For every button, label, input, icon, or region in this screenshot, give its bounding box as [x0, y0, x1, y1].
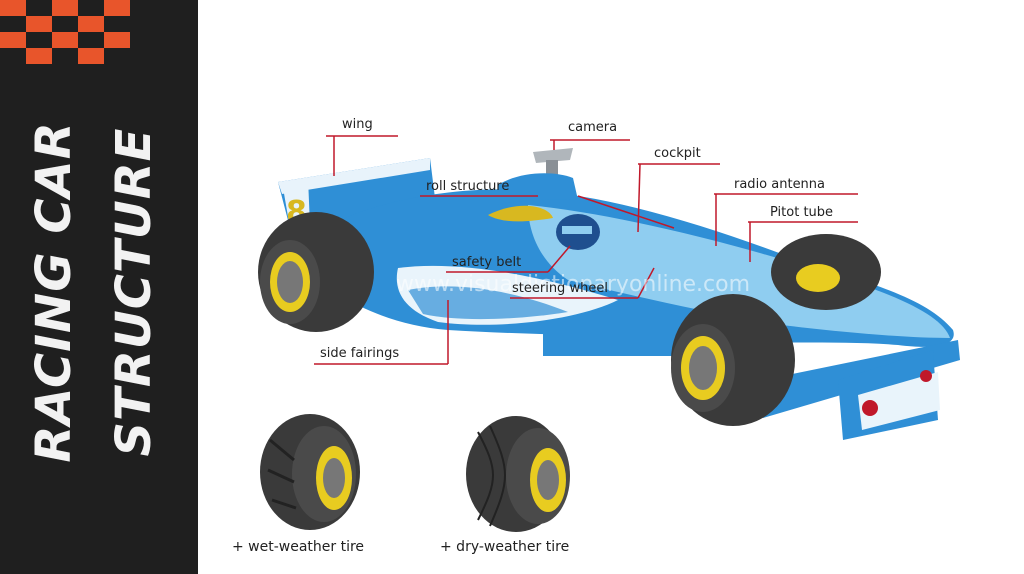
label-side-fairings: side fairings [320, 346, 400, 361]
slide-title-line1: RACING CAR [26, 121, 82, 463]
watermark: www.visualdictionaryonline.com [396, 272, 751, 297]
label-pitot-tube: Pitot tube [770, 205, 834, 220]
label-radio-antenna: radio antenna [734, 177, 826, 192]
caption-wet-weather-tire: + wet-weather tire [232, 539, 365, 555]
caption-dry-weather-tire: + dry-weather tire [440, 539, 570, 555]
label-wing: wing [342, 117, 373, 132]
label-safety-belt: safety belt [452, 255, 522, 270]
label-camera: camera [568, 120, 618, 135]
racing-car-illustration: 8 [258, 135, 960, 532]
label-steering-wheel: steering wheel [512, 281, 608, 296]
label-cockpit: cockpit [654, 146, 701, 161]
rear-wheel [258, 212, 374, 332]
wet-weather-tire [260, 414, 360, 530]
slide-title-line2: STRUCTURE [106, 127, 162, 457]
sidebar: RACING CAR STRUCTURE [0, 0, 198, 574]
leader-lines [314, 135, 858, 365]
label-roll-structure: roll structure [426, 179, 510, 194]
front-wheel [671, 294, 795, 426]
far-front-wheel [771, 234, 881, 310]
dry-weather-tire [466, 416, 570, 532]
diagram-area: 8 [198, 0, 1024, 574]
checkered-flag-pattern [0, 0, 130, 64]
